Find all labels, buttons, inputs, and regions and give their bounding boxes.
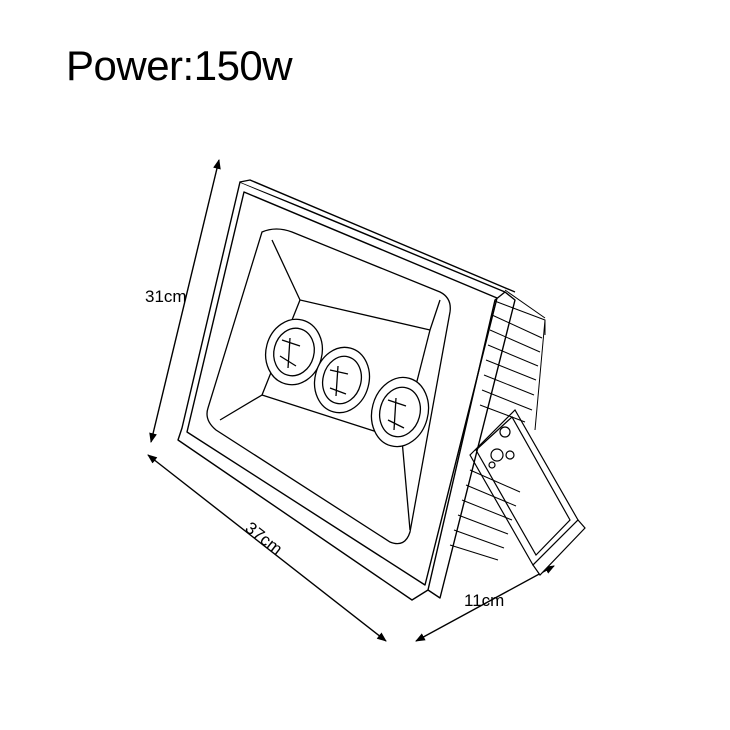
heat-sink-fins bbox=[449, 289, 546, 561]
depth-label: 11cm bbox=[464, 591, 504, 610]
bracket-screw-icon bbox=[488, 426, 515, 469]
led-module-1 bbox=[264, 318, 324, 386]
depth-dimension-line bbox=[415, 565, 555, 642]
width-label: 37cm bbox=[242, 518, 286, 559]
width-dimension-line bbox=[147, 454, 387, 642]
height-label: 31cm bbox=[145, 287, 187, 306]
power-title: Power:150w bbox=[66, 42, 293, 89]
mounting-bracket bbox=[469, 409, 586, 576]
led-module-2 bbox=[313, 346, 371, 414]
led-module-3 bbox=[370, 376, 430, 448]
height-dimension-line bbox=[149, 159, 221, 443]
